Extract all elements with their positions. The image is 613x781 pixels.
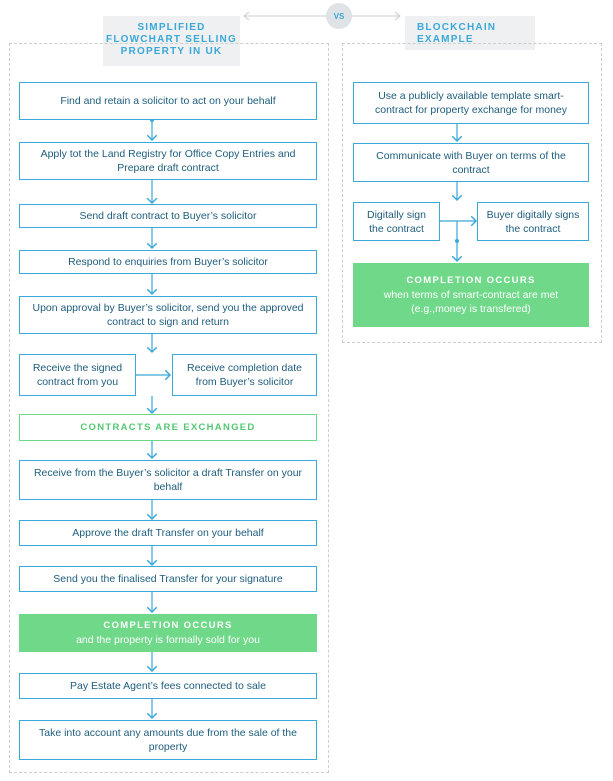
step-receive-completion-date: Receive completion date from Buyer’s sol… (172, 354, 317, 396)
step-respond-enquiries: Respond to enquiries from Buyer’s solici… (19, 250, 317, 274)
step-amounts-due: Take into account any amounts due from t… (19, 720, 317, 760)
right-column-title: BLOCKCHAIN EXAMPLE (405, 16, 535, 50)
completion-occurs-blockchain: COMPLETION OCCURS when terms of smart-co… (353, 263, 589, 327)
step-use-smart-contract: Use a publicly available template smart-… (353, 82, 589, 124)
completion-heading-blockchain: COMPLETION OCCURS (406, 275, 536, 286)
step-receive-draft-transfer: Receive from the Buyer’s solicitor a dra… (19, 460, 317, 500)
step-send-approved-contract: Upon approval by Buyer’s solicitor, send… (19, 296, 317, 334)
completion-occurs-uk: COMPLETION OCCURS and the property is fo… (19, 614, 317, 652)
uk-process-panel (9, 43, 329, 773)
vs-badge: VS (326, 3, 352, 29)
completion-text-blockchain: when terms of smart-contract are met (e.… (383, 289, 559, 315)
step-send-draft-contract: Send draft contract to Buyer’s solicitor (19, 204, 317, 228)
blockchain-panel (342, 43, 602, 343)
completion-text: and the property is formally sold for yo… (76, 634, 260, 646)
contracts-exchanged-banner: CONTRACTS ARE EXCHANGED (19, 414, 317, 441)
step-send-finalised-transfer: Send you the finalised Transfer for your… (19, 566, 317, 592)
step-digitally-sign: Digitally sign the contract (353, 202, 440, 241)
step-pay-agent-fees: Pay Estate Agent’s fees connected to sal… (19, 673, 317, 699)
step-apply-land-registry: Apply tot the Land Registry for Office C… (19, 142, 317, 180)
step-communicate-buyer: Communicate with Buyer on terms of the c… (353, 143, 589, 182)
step-buyer-signs: Buyer digitally signs the contract (477, 202, 589, 241)
completion-heading: COMPLETION OCCURS (103, 620, 233, 631)
step-approve-draft-transfer: Approve the draft Transfer on your behal… (19, 520, 317, 546)
left-column-title: SIMPLIFIED FLOWCHART SELLING PROPERTY IN… (103, 16, 240, 66)
step-find-solicitor: Find and retain a solicitor to act on yo… (19, 82, 317, 120)
step-receive-signed-contract: Receive the signed contract from you (19, 354, 136, 396)
